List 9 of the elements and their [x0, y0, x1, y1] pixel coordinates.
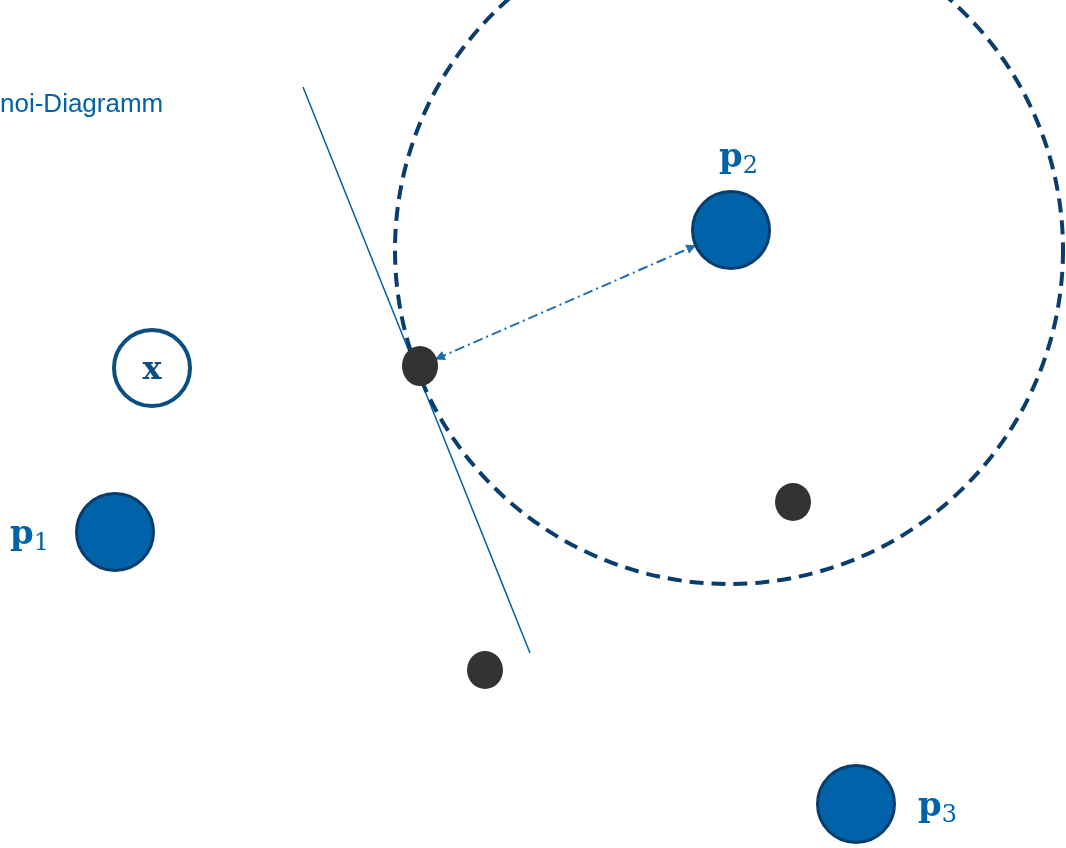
query-point: x	[112, 328, 192, 408]
diagram-label: noi-Diagramm	[0, 88, 164, 119]
point-label: p$_{3}$	[918, 784, 958, 828]
point-label: p$_{1}$	[10, 512, 50, 556]
point-label: p$_{2}$	[719, 135, 759, 179]
vertex-dot	[402, 346, 438, 386]
vertex-dot	[467, 651, 503, 689]
distance-arrow	[434, 244, 697, 361]
vertex-dot	[775, 483, 811, 521]
